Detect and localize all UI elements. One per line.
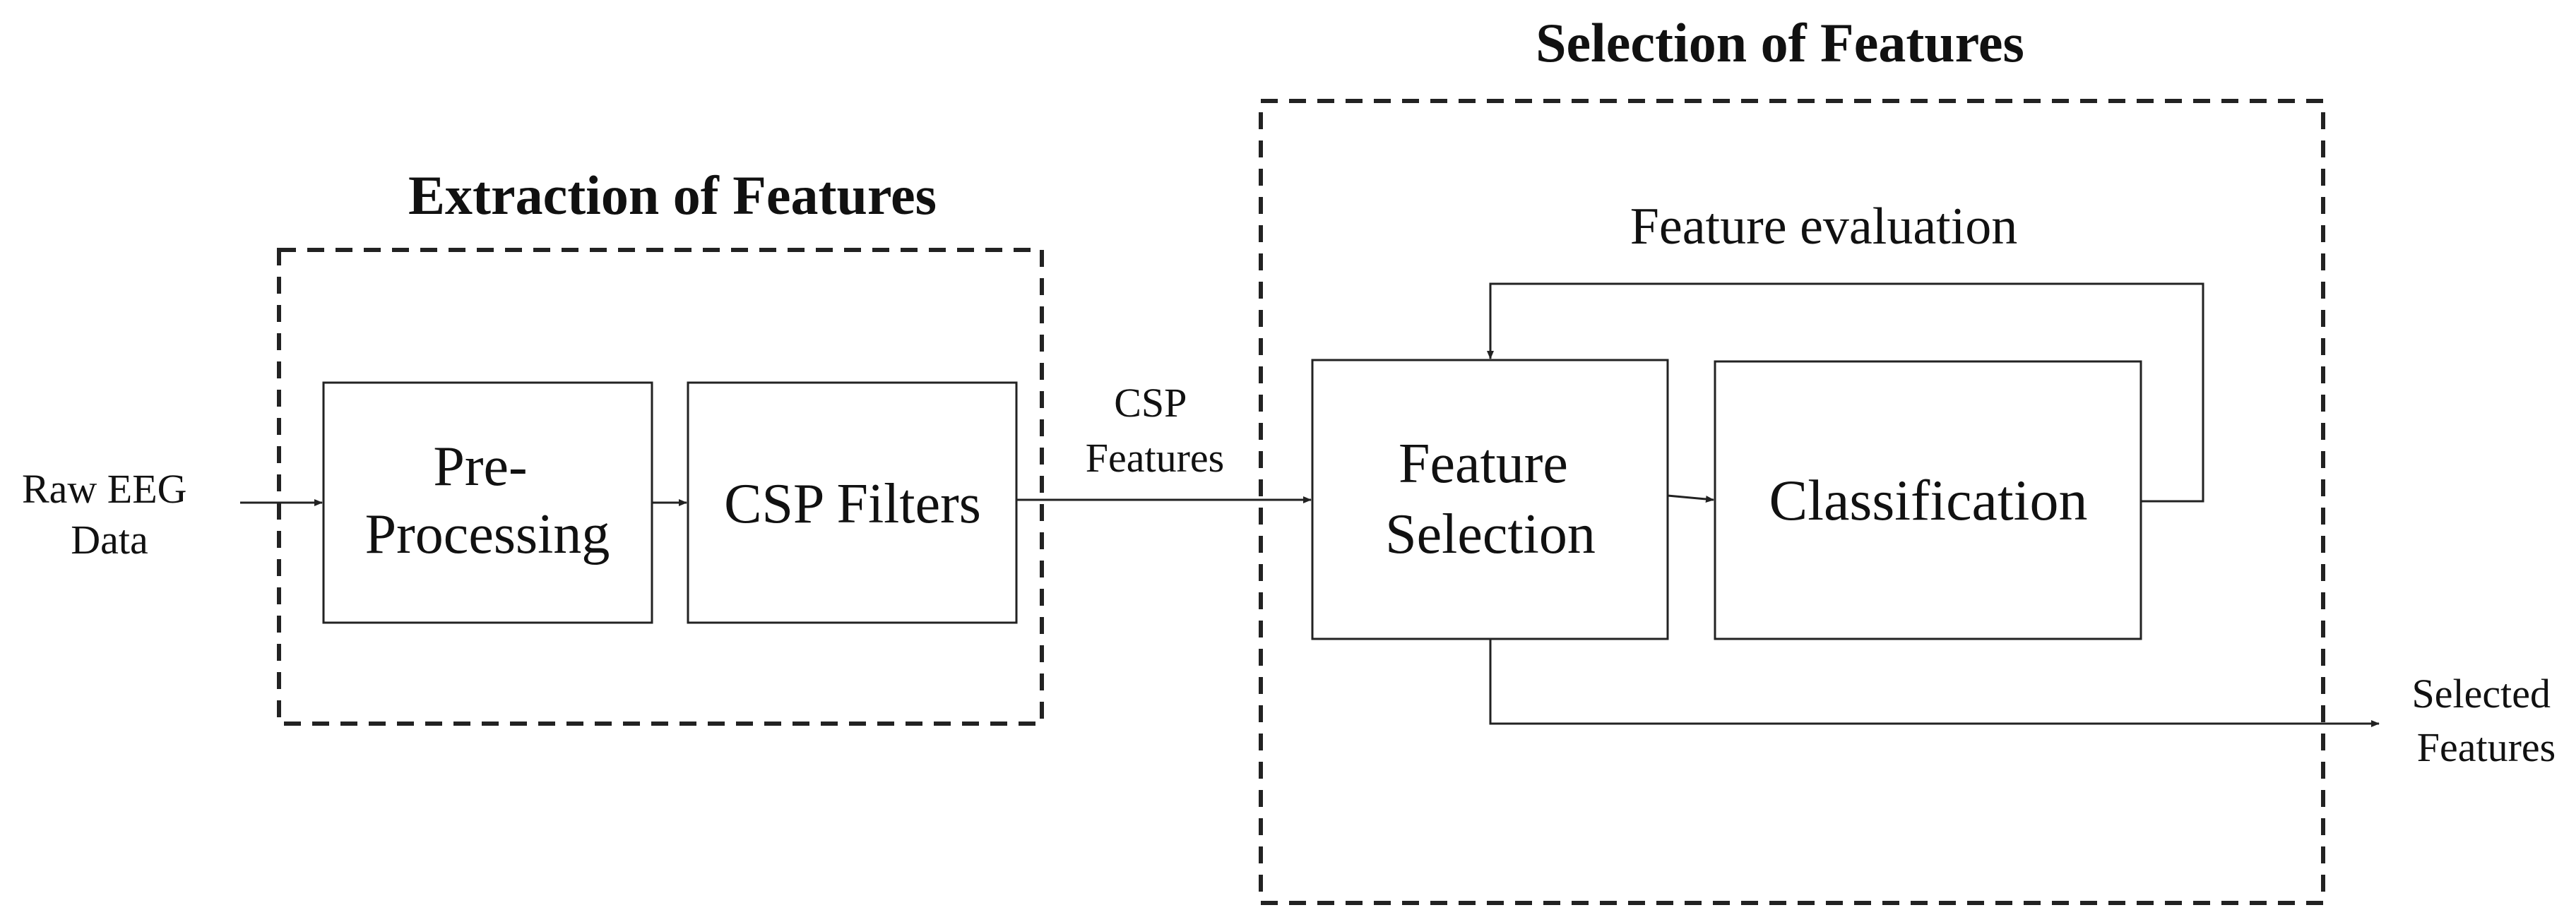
raw-eeg-label-line-2: Data xyxy=(71,517,148,563)
feature-selection-label-line-2: Selection xyxy=(1385,503,1596,565)
feature-selection-block xyxy=(1311,359,1669,640)
csp-filters-block xyxy=(687,381,1018,624)
extraction-group-title: Extraction of Features xyxy=(408,164,937,226)
classification-block xyxy=(1714,360,2142,640)
selected-features-label-line-2: Features xyxy=(2417,724,2556,770)
classification-label: Classification xyxy=(1769,468,2088,532)
selected-features-label: Selected Features xyxy=(2412,671,2561,770)
csp-filters-label: CSP Filters xyxy=(724,473,981,535)
extraction-group-box xyxy=(277,248,1044,726)
selected-features-label-line-1: Selected xyxy=(2412,671,2551,717)
selection-group-title: Selection of Features xyxy=(1536,12,2024,73)
csp-features-label-line-2: Features xyxy=(1086,435,1225,481)
preprocessing-block xyxy=(322,381,653,624)
preprocessing-label-line-1: Pre- xyxy=(433,436,527,498)
feature-evaluation-feedback-arrow xyxy=(1487,282,2204,503)
feature-selection-label-line-1: Feature xyxy=(1399,433,1568,495)
preprocessing-label-line-2: Processing xyxy=(365,503,610,565)
selected-features-output-arrow xyxy=(1489,639,2380,727)
csp-features-label: CSP Features xyxy=(1086,380,1225,481)
feature-evaluation-label: Feature evaluation xyxy=(1630,198,2018,256)
feature-selection-label: Feature Selection xyxy=(1385,433,1596,565)
raw-eeg-label: Raw EEG Data xyxy=(22,466,197,563)
csp-features-label-line-1: CSP xyxy=(1114,380,1185,426)
feature-selection-to-classification-arrow xyxy=(1667,494,1714,503)
preprocessing-label: Pre- Processing xyxy=(365,436,610,565)
raw-eeg-label-line-1: Raw EEG xyxy=(22,466,187,512)
